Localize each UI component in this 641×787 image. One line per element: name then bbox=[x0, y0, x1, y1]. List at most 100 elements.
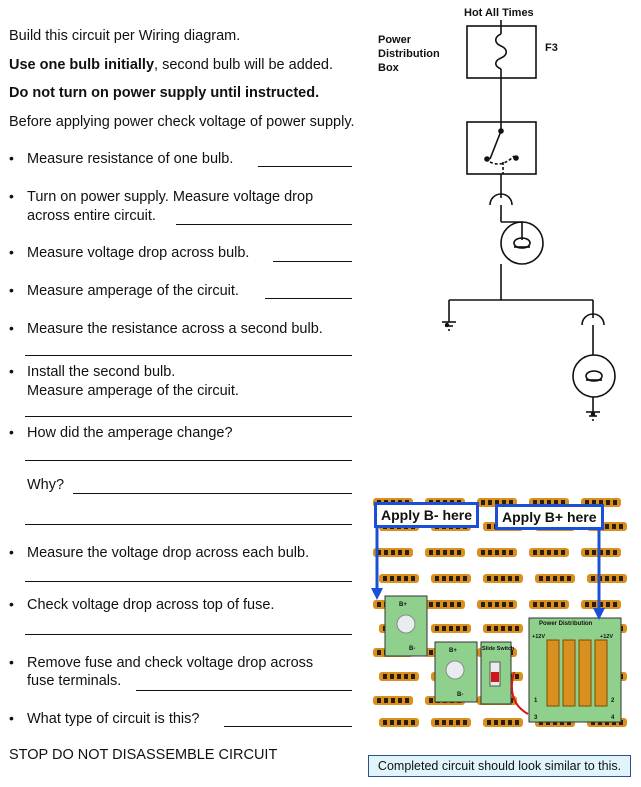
terminal-hole bbox=[377, 650, 381, 655]
terminal-hole bbox=[411, 576, 415, 581]
answer-blank-10[interactable] bbox=[136, 690, 352, 691]
bullet-4-text: Measure amperage of the circuit. bbox=[27, 283, 239, 299]
terminal-hole bbox=[547, 602, 551, 607]
answer-blank-5[interactable] bbox=[25, 355, 352, 356]
intro-line-2-bold: Use one bulb initially bbox=[9, 57, 155, 73]
red-jumper-wire bbox=[510, 671, 529, 715]
terminal-hole bbox=[606, 550, 610, 555]
terminal-hole bbox=[456, 720, 460, 725]
terminal-hole bbox=[606, 602, 610, 607]
pin-12v-right: +12V bbox=[600, 634, 613, 640]
answer-blank-4[interactable] bbox=[265, 298, 352, 299]
terminal-hole bbox=[592, 602, 596, 607]
terminal-hole bbox=[494, 626, 498, 631]
terminal-hole bbox=[481, 602, 485, 607]
connector-icon bbox=[489, 193, 513, 206]
terminal-hole bbox=[509, 602, 513, 607]
terminal-hole bbox=[495, 500, 499, 505]
fuse-slot bbox=[594, 639, 608, 707]
terminal-hole bbox=[546, 576, 550, 581]
module-2-b-minus: B- bbox=[457, 692, 463, 698]
pdb-label-1: Power bbox=[378, 34, 412, 46]
terminal-hole bbox=[383, 674, 387, 679]
terminal-hole bbox=[463, 720, 467, 725]
terminal-hole bbox=[377, 602, 381, 607]
terminal-hole bbox=[547, 550, 551, 555]
terminal-hole bbox=[533, 550, 537, 555]
module-1-b-plus: B+ bbox=[399, 602, 407, 608]
terminal-hole bbox=[502, 602, 506, 607]
intro-line-2: Use one bulb initially, second bulb will… bbox=[9, 56, 333, 74]
answer-blank-8[interactable] bbox=[25, 581, 352, 582]
pdb-label-2: Distribution bbox=[378, 48, 440, 60]
bullet-6-text-2: Measure amperage of the circuit. bbox=[27, 383, 239, 399]
terminal-hole bbox=[383, 576, 387, 581]
terminal-hole bbox=[515, 626, 519, 631]
terminal-hole bbox=[592, 500, 596, 505]
terminal-hole bbox=[463, 626, 467, 631]
terminal-hole bbox=[613, 500, 617, 505]
terminal-hole bbox=[436, 550, 440, 555]
answer-blank-7b[interactable] bbox=[73, 493, 352, 494]
bullet-dot: • bbox=[9, 150, 14, 166]
terminal-hole bbox=[487, 720, 491, 725]
pin-2: 2 bbox=[611, 698, 615, 704]
terminal-hole bbox=[435, 576, 439, 581]
terminal-hole bbox=[397, 674, 401, 679]
bullet-7-text: How did the amperage change? bbox=[27, 425, 233, 441]
terminal-hole bbox=[619, 524, 623, 529]
answer-blank-11[interactable] bbox=[224, 726, 352, 727]
terminal-hole bbox=[606, 500, 610, 505]
bulb-2-icon bbox=[572, 354, 616, 398]
terminal-hole bbox=[508, 626, 512, 631]
terminal-hole bbox=[488, 550, 492, 555]
terminal-hole bbox=[599, 550, 603, 555]
terminal-hole bbox=[488, 602, 492, 607]
terminal-hole bbox=[592, 550, 596, 555]
terminal-hole bbox=[509, 500, 513, 505]
pin-3: 3 bbox=[534, 715, 538, 721]
terminal-hole bbox=[540, 550, 544, 555]
terminal-hole bbox=[515, 720, 519, 725]
terminal-hole bbox=[533, 500, 537, 505]
terminal-hole bbox=[435, 626, 439, 631]
fuse-slot bbox=[562, 639, 576, 707]
terminal-hole bbox=[404, 720, 408, 725]
bullet-2-text-2: across entire circuit. bbox=[27, 208, 156, 224]
bullet-dot: • bbox=[9, 424, 14, 440]
terminal-hole bbox=[377, 550, 381, 555]
terminal-hole bbox=[405, 698, 409, 703]
bullet-dot: • bbox=[9, 188, 14, 204]
pdb-label-3: Box bbox=[378, 62, 399, 74]
connector-icon-2 bbox=[581, 313, 605, 326]
fuse-slot bbox=[578, 639, 592, 707]
terminal-hole bbox=[612, 576, 616, 581]
bullet-dot: • bbox=[9, 654, 14, 670]
terminal-hole bbox=[429, 602, 433, 607]
bullet-10-text: Remove fuse and check voltage drop acros… bbox=[27, 655, 314, 671]
answer-blank-3[interactable] bbox=[273, 261, 352, 262]
terminal-hole bbox=[567, 576, 571, 581]
bullet-dot: • bbox=[9, 244, 14, 260]
answer-blank-7c[interactable] bbox=[25, 524, 352, 525]
bullet-9-text: Check voltage drop across top of fuse. bbox=[27, 597, 275, 613]
terminal-hole bbox=[481, 500, 485, 505]
switch-lever-icon bbox=[489, 130, 502, 160]
terminal-hole bbox=[585, 602, 589, 607]
terminal-hole bbox=[560, 576, 564, 581]
terminal-hole bbox=[450, 602, 454, 607]
answer-blank-7a[interactable] bbox=[25, 460, 352, 461]
bullet-8-text: Measure the voltage drop across each bul… bbox=[27, 545, 310, 561]
terminal-hole bbox=[515, 576, 519, 581]
terminal-hole bbox=[456, 626, 460, 631]
terminal-hole bbox=[501, 576, 505, 581]
terminal-hole bbox=[591, 576, 595, 581]
answer-blank-1[interactable] bbox=[258, 166, 352, 167]
answer-blank-2[interactable] bbox=[176, 224, 352, 225]
bullet-1-text: Measure resistance of one bulb. bbox=[27, 151, 234, 167]
pin-1: 1 bbox=[534, 698, 538, 704]
answer-blank-6[interactable] bbox=[25, 416, 352, 417]
answer-blank-9[interactable] bbox=[25, 634, 352, 635]
why-label: Why? bbox=[27, 477, 65, 493]
